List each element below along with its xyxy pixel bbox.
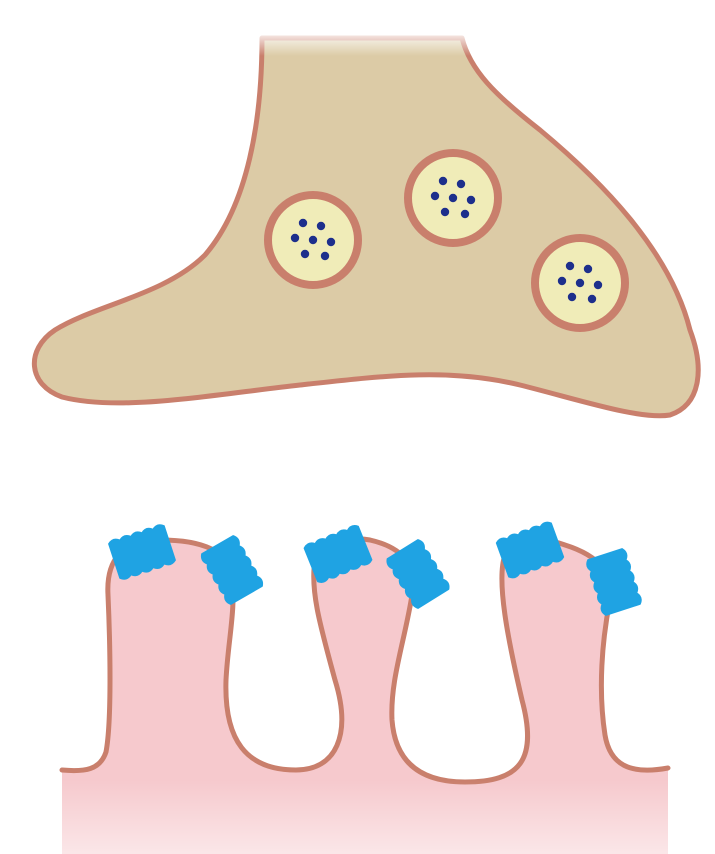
neurotransmitter-molecule (439, 177, 447, 185)
neurotransmitter-molecule (317, 222, 325, 230)
base-fade (58, 780, 673, 854)
synaptic-vesicle (535, 238, 625, 328)
neurotransmitter-molecule (309, 236, 317, 244)
presynaptic-terminal (34, 30, 698, 416)
neurotransmitter-molecule (461, 210, 469, 218)
neurotransmitter-molecule (558, 277, 566, 285)
axon-fade (255, 30, 470, 56)
neurotransmitter-molecule (327, 238, 335, 246)
neurotransmitter-molecule (301, 250, 309, 258)
synaptic-vesicle (268, 195, 358, 285)
postsynaptic-membrane (58, 521, 673, 854)
presynaptic-terminal-body (34, 38, 698, 416)
neurotransmitter-molecule (467, 196, 475, 204)
neurotransmitter-molecule (449, 194, 457, 202)
neurotransmitter-molecule (566, 262, 574, 270)
neurotransmitter-molecule (291, 234, 299, 242)
neurotransmitter-molecule (441, 208, 449, 216)
neurotransmitter-molecule (584, 265, 592, 273)
neurotransmitter-molecule (588, 295, 596, 303)
neurotransmitter-molecule (457, 180, 465, 188)
neurotransmitter-molecule (321, 252, 329, 260)
neurotransmitter-molecule (594, 281, 602, 289)
neurotransmitter-molecule (299, 219, 307, 227)
synaptic-vesicle (408, 153, 498, 243)
neurotransmitter-molecule (576, 279, 584, 287)
neurotransmitter-molecule (568, 293, 576, 301)
neurotransmitter-molecule (431, 192, 439, 200)
